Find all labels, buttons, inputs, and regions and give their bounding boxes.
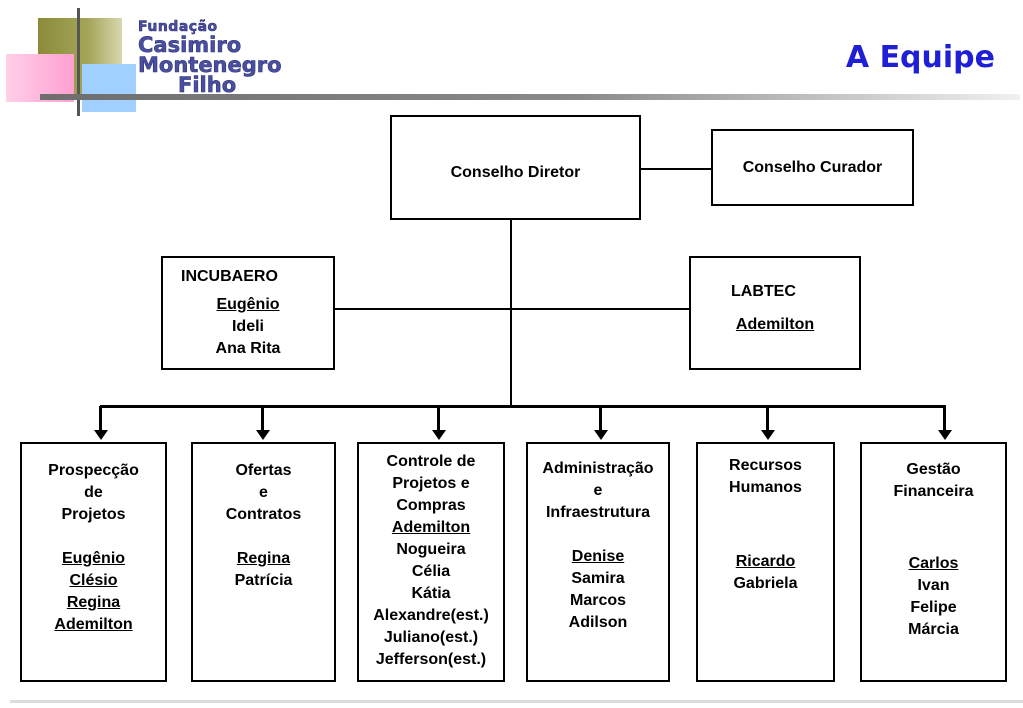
- department-member: Kátia: [411, 585, 451, 602]
- logo-line: Casimiro: [138, 33, 242, 57]
- department-spacer: [528, 524, 668, 546]
- department-title: Prospecção: [48, 462, 139, 479]
- department-spacer: [698, 499, 833, 551]
- department-spacer: [862, 503, 1005, 553]
- incubaero-lead: Eugênio: [216, 296, 280, 313]
- incubaero-box: INCUBAERO Eugênio Ideli Ana Rita: [161, 256, 335, 370]
- department-lead: Ricardo: [735, 553, 796, 570]
- department-title: Recursos: [729, 457, 802, 474]
- connector-departments-bus: [100, 405, 946, 408]
- department-member: Marcos: [569, 592, 627, 609]
- department-member: Juliano(est.): [383, 629, 479, 646]
- conselho-curador-label: Conselho Curador: [742, 159, 883, 176]
- footer-rule: [10, 700, 1023, 703]
- department-member: Alexandre(est.): [373, 607, 489, 624]
- department-member: Márcia: [908, 621, 959, 638]
- department-member: Adilson: [568, 614, 628, 631]
- department-lead: Regina: [66, 594, 121, 611]
- department-arrow-head: [432, 430, 446, 440]
- department-lead: Ademilton: [391, 519, 471, 536]
- department-member: Felipe: [910, 599, 957, 616]
- department-lead: Carlos: [908, 555, 959, 572]
- department-title: Projetos e: [392, 475, 470, 492]
- department-spacer: [193, 526, 334, 548]
- department-arrow-shaft: [261, 406, 264, 432]
- department-arrow-shaft: [437, 406, 440, 432]
- decor-blue-square: [82, 64, 136, 112]
- department-member: Célia: [411, 563, 451, 580]
- department-lead: Regina: [236, 550, 291, 567]
- department-arrow-head: [938, 430, 952, 440]
- department-member: Jefferson(est.): [375, 651, 487, 668]
- logo-line: Filho: [178, 73, 237, 97]
- department-arrow-head: [761, 430, 775, 440]
- department-title: Contratos: [225, 506, 302, 523]
- conselho-curador-box: Conselho Curador: [711, 129, 914, 206]
- department-title: Projetos: [61, 506, 126, 523]
- foundation-logo: Fundação Casimiro Montenegro Filho: [138, 20, 282, 96]
- incubaero-member: Ideli: [231, 318, 264, 335]
- department-lead: Ademilton: [54, 616, 133, 633]
- department-member: Samira: [571, 570, 625, 587]
- department-title: e: [259, 484, 268, 501]
- department-member: Gabriela: [733, 575, 798, 592]
- department-spacer: [22, 526, 165, 548]
- department-member: Nogueira: [396, 541, 466, 558]
- incubaero-member: Ana Rita: [215, 340, 281, 357]
- department-title: Humanos: [729, 479, 802, 496]
- department-title: Compras: [396, 497, 466, 514]
- conselho-diretor-label: Conselho Diretor: [450, 164, 581, 181]
- department-arrow-head: [256, 430, 270, 440]
- department-lead: Eugênio: [61, 550, 126, 567]
- department-title: Infraestrutura: [545, 504, 651, 521]
- department-title: Ofertas: [235, 462, 292, 479]
- department-arrow-shaft: [99, 406, 102, 432]
- decor-header-rule: [40, 94, 1020, 100]
- department-title: e: [593, 482, 603, 499]
- department-arrow-head: [94, 430, 108, 440]
- department-member: Ivan: [917, 577, 950, 594]
- connector-incubaero-labtec: [334, 308, 690, 310]
- incubaero-title: INCUBAERO: [181, 268, 278, 285]
- department-title: de: [84, 484, 103, 501]
- department-title: Gestão: [906, 461, 961, 478]
- connector-diretor-curador: [640, 168, 712, 170]
- labtec-title: LABTEC: [731, 283, 796, 300]
- department-member: Patrícia: [234, 572, 293, 589]
- department-lead: Denise: [571, 548, 625, 565]
- department-title: Controle de: [386, 453, 476, 470]
- logo-line: Fundação: [138, 19, 218, 35]
- conselho-diretor-box: Conselho Diretor: [390, 115, 641, 220]
- page-title: A Equipe: [845, 40, 995, 75]
- connector-main-trunk: [510, 218, 512, 406]
- labtec-box: LABTEC Ademilton: [689, 256, 861, 370]
- department-arrow-shaft: [766, 406, 769, 432]
- department-lead: Clésio: [69, 572, 118, 589]
- decor-vertical-line: [77, 8, 80, 116]
- department-title: Administração: [542, 460, 654, 477]
- department-arrow-shaft: [943, 406, 946, 432]
- department-title: Financeira: [893, 483, 974, 500]
- logo-line: Montenegro: [138, 53, 282, 77]
- department-arrow-shaft: [599, 406, 602, 432]
- labtec-lead: Ademilton: [735, 316, 815, 333]
- department-arrow-head: [594, 430, 608, 440]
